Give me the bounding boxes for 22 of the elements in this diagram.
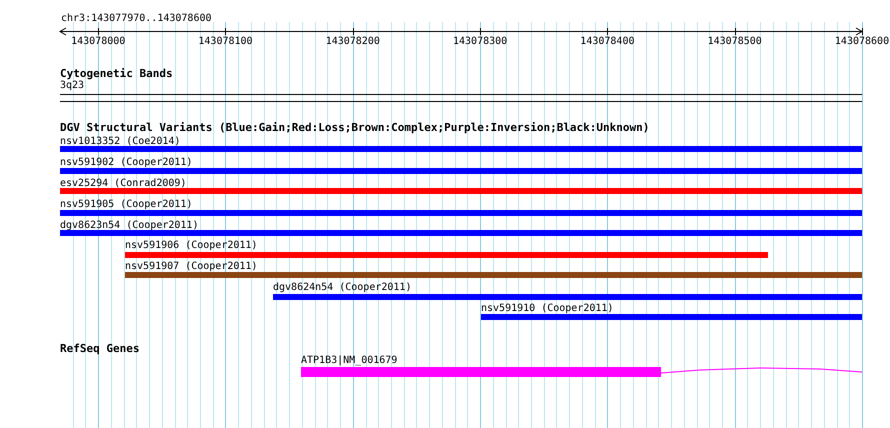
variant-label: nsv591910 (Cooper2011) [481,303,614,314]
track-title: RefSeq Genes [60,343,140,354]
tick-label: 143078100 [198,36,253,47]
variant-label: nsv591902 (Cooper2011) [60,157,192,168]
variant-label: nsv591907 (Cooper2011) [125,261,258,272]
variant-label: nsv591905 (Cooper2011) [60,199,192,210]
band-label: 3q23 [60,80,84,91]
track-title: DGV Structural Variants (Blue:Gain;Red:Loss;Brown:Complex;Purple:Inversion;Black:Unknown) [60,122,650,133]
tick-label: 143078200 [326,36,380,47]
variant-label: esv25294 (Conrad2009) [60,178,186,189]
variant-label: nsv1013352 (Coe2014) [60,136,180,147]
track-title: Cytogenetic Bands [60,68,173,79]
tick-label: 143078300 [453,36,508,47]
tick-label: 143078400 [580,36,634,47]
variant-label: dgv8623n54 (Cooper2011) [60,220,198,231]
tick-label: 143078000 [71,36,126,47]
variant-label: nsv591906 (Cooper2011) [125,240,258,251]
tick-label: 143078600 [834,36,890,47]
tick-label: 143078500 [708,36,762,47]
variant-label: dgv8624n54 (Cooper2011) [273,282,412,293]
position-label: chr3:143077970..143078600 [61,13,212,24]
gene-label: ATP1B3|NM_001679 [301,355,398,366]
